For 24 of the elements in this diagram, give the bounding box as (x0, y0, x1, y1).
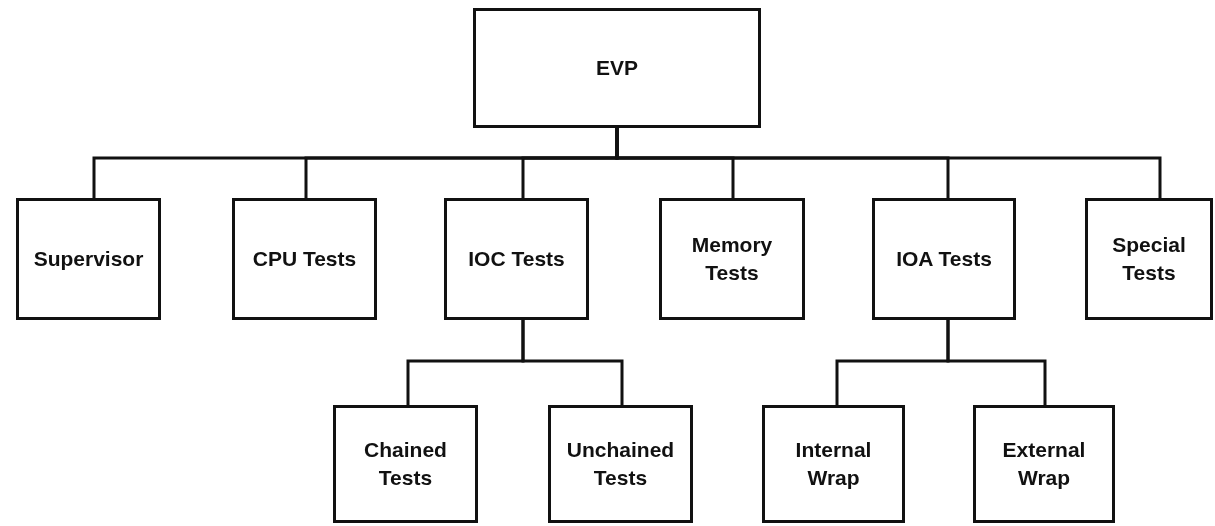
process-box (973, 405, 1115, 523)
box-label: Unchained Tests (565, 436, 676, 491)
process-box (473, 8, 761, 128)
process-box (762, 405, 905, 523)
process-box (659, 198, 805, 320)
process-box (548, 405, 693, 523)
box-label: Supervisor (33, 245, 144, 272)
box-label: Memory Tests (690, 231, 774, 286)
box-label: External Wrap (1001, 436, 1087, 491)
process-box (232, 198, 377, 320)
connector-line (521, 320, 624, 405)
connector-line (946, 320, 1047, 405)
process-box (16, 198, 161, 320)
process-box (1085, 198, 1213, 320)
process-box (333, 405, 478, 523)
process-box (872, 198, 1016, 320)
box-label: EVP (596, 54, 638, 81)
box-label: Chained Tests (363, 436, 448, 491)
box-label: Special Tests (1111, 231, 1187, 286)
process-box (444, 198, 589, 320)
box-label: CPU Tests (252, 245, 357, 272)
box-label: IOC Tests (468, 245, 565, 272)
box-label: IOA Tests (896, 245, 992, 272)
box-label: Internal Wrap (794, 436, 873, 491)
